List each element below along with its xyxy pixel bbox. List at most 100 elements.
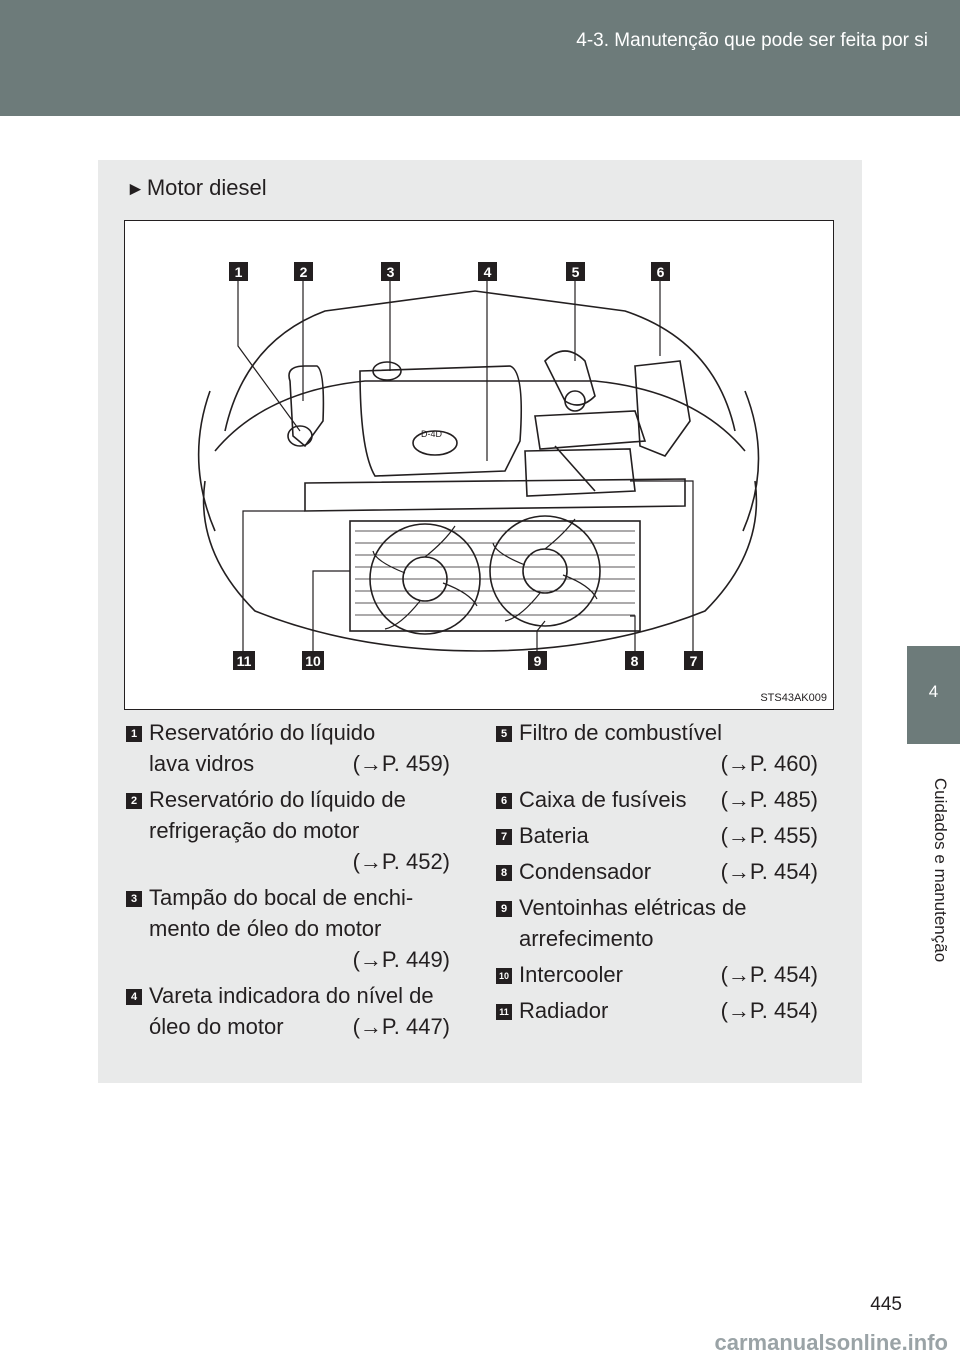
item-number: 10 (496, 968, 512, 984)
item-label-2: óleo do motor (149, 1014, 284, 1039)
left-fan (369, 523, 481, 635)
engine-badge-text: D-4D (421, 429, 443, 439)
item-label: Tampão do bocal de enchi- (149, 885, 414, 910)
svg-text:2: 2 (300, 264, 308, 280)
item-number: 5 (496, 726, 512, 742)
right-fan (489, 515, 601, 627)
callouts-bottom: 11 10 9 8 7 (233, 651, 703, 670)
svg-text:11: 11 (237, 653, 252, 669)
svg-text:8: 8 (631, 653, 639, 669)
list-item: 5 Filtro de combustível (→P. 460) (496, 717, 818, 779)
callout-7 (684, 651, 703, 670)
item-label: Vareta indicadora do nível de (149, 983, 434, 1008)
item-number: 4 (126, 989, 142, 1005)
page-reference: (→P. 447) (352, 1014, 450, 1039)
section-marker-icon: ► (126, 179, 145, 200)
item-number: 9 (496, 901, 512, 917)
svg-text:7: 7 (690, 653, 698, 669)
list-item: 10 Intercooler (→P. 454) (496, 959, 818, 990)
svg-text:9: 9 (534, 653, 542, 669)
list-item: 9 Ventoinhas elétricas de arrefecimento (496, 892, 818, 954)
fuel-filter (544, 350, 596, 406)
callout-11 (233, 651, 255, 670)
parts-list-left: 1 Reservatório do líquido lava vidros (→P… (126, 717, 450, 1047)
item-number: 1 (126, 726, 142, 742)
hood-outline (224, 290, 736, 432)
section-title: ►Motor diesel (126, 175, 267, 201)
page-reference: (→P. 460) (720, 751, 818, 776)
washer-reservoir (288, 365, 325, 448)
item-label-2: lava vidros (149, 751, 255, 776)
list-item: 2 Reservatório do líquido de refrigeraçã… (126, 784, 450, 877)
engine-logo (412, 430, 458, 456)
page-header: 4-3. Manutenção que pode ser feita por s… (0, 0, 960, 116)
page-reference: (→P. 454) (720, 859, 818, 884)
page-reference: (→P. 454) (720, 998, 818, 1023)
page-reference: (→P. 459) (352, 751, 450, 776)
svg-text:3: 3 (387, 264, 395, 280)
chapter-side-label: Cuidados e manutenção (931, 777, 950, 963)
item-label: Condensador (519, 859, 652, 884)
svg-text:1: 1 (235, 264, 243, 280)
page-reference: (→P. 454) (720, 962, 818, 987)
chapter-number: 4 (928, 682, 939, 701)
oil-filler-cap (372, 361, 402, 381)
front-crossmember (304, 478, 686, 512)
chapter-title: 4-3. Manutenção que pode ser feita por s… (576, 30, 928, 51)
page-reference: (→P. 485) (720, 787, 818, 812)
item-label: Bateria (519, 823, 589, 848)
list-item: 6 Caixa de fusíveis (→P. 485) (496, 784, 818, 815)
callouts-top: 1 2 3 4 5 6 (229, 262, 670, 281)
callout-9 (528, 651, 547, 670)
item-label: Ventoinhas elétricas de (519, 895, 747, 920)
callout-1 (229, 262, 248, 281)
callout-5 (566, 262, 585, 281)
item-label: Caixa de fusíveis (519, 787, 687, 812)
battery (524, 448, 636, 497)
radiator-block (349, 520, 641, 632)
item-label-2: arrefecimento (519, 926, 654, 951)
front-bumper (202, 480, 758, 652)
list-item: 1 Reservatório do líquido lava vidros (→P… (126, 717, 450, 779)
page-reference: (→P. 455) (720, 823, 818, 848)
list-item: 11 Radiador (→P. 454) (496, 995, 818, 1026)
svg-text:5: 5 (572, 264, 580, 280)
item-number: 11 (496, 1004, 512, 1020)
list-item: 7 Bateria (→P. 455) (496, 820, 818, 851)
item-label: Reservatório do líquido de (149, 787, 406, 812)
item-label-2: refrigeração do motor (149, 818, 360, 843)
list-item: 3 Tampão do bocal de enchi- mento de óle… (126, 882, 450, 975)
engine-bay-edge (214, 380, 746, 452)
callout-3 (381, 262, 400, 281)
item-label: Radiador (519, 998, 609, 1023)
callout-8 (625, 651, 644, 670)
item-number: 8 (496, 865, 512, 881)
callout-6 (651, 262, 670, 281)
callout-2 (294, 262, 313, 281)
fuse-box (634, 360, 691, 457)
engine-cover (359, 365, 522, 477)
svg-text:10: 10 (305, 653, 321, 669)
svg-text:4: 4 (484, 264, 492, 280)
callout-4 (478, 262, 497, 281)
page-number: 445 (870, 1294, 902, 1315)
page-reference: (→P. 449) (352, 947, 450, 972)
item-label: Filtro de combustível (519, 720, 722, 745)
callout-10 (302, 651, 324, 670)
item-label-2: mento de óleo do motor (149, 916, 382, 941)
list-item: 8 Condensador (→P. 454) (496, 856, 818, 887)
engine-drawing: 1 2 3 4 5 6 11 10 9 8 7 D-4D (197, 262, 760, 670)
air-filter (534, 410, 647, 450)
item-number: 7 (496, 829, 512, 845)
item-number: 3 (126, 891, 142, 907)
figure-code: STS43AK009 (760, 692, 827, 704)
item-label: Reservatório do líquido (149, 720, 376, 745)
svg-text:6: 6 (657, 264, 665, 280)
item-number: 6 (496, 793, 512, 809)
item-number: 2 (126, 793, 142, 809)
watermark: carmanualsonline.info (714, 1330, 949, 1355)
item-label: Intercooler (519, 962, 623, 987)
page-reference: (→P. 452) (352, 849, 450, 874)
list-item: 4 Vareta indicadora do nível de óleo do … (126, 980, 450, 1042)
chapter-tab: 4 (907, 646, 960, 744)
